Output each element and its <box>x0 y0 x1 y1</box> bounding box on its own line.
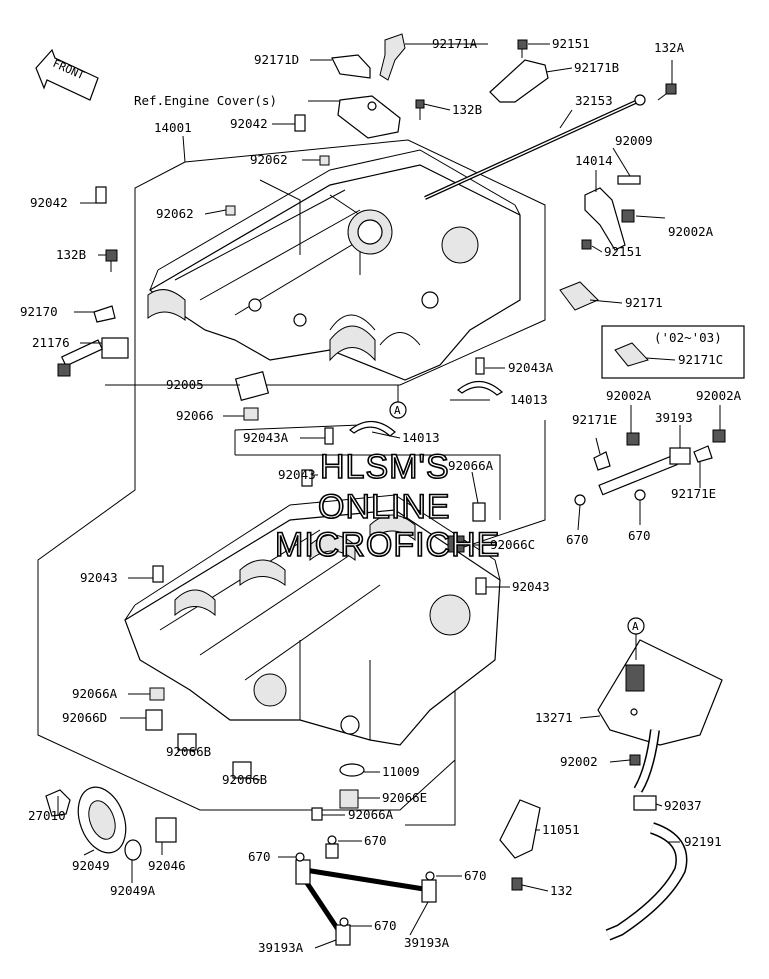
part-label: 92151 <box>604 244 642 259</box>
part-label: 21176 <box>32 335 70 350</box>
watermark: HLSM'S ONLINE MICROFICHE <box>274 447 500 565</box>
part-label: 92151 <box>552 36 590 51</box>
part-label: 92037 <box>664 798 702 813</box>
lower-crankcase <box>124 494 501 746</box>
upper-crankcase <box>147 149 521 381</box>
part-label: 14001 <box>154 120 192 135</box>
part-label: 92005 <box>166 377 204 392</box>
part-label: Ref.Engine Cover(s) <box>134 93 277 108</box>
assembly-outline-upper <box>37 139 546 826</box>
part-label: 92171 <box>625 295 663 310</box>
part-label: 670 <box>374 918 397 933</box>
part-label: 92062 <box>156 206 194 221</box>
part-label: 92002A <box>668 224 714 239</box>
part-label: 92002A <box>606 388 652 403</box>
part-label: 92066C <box>490 537 535 552</box>
reference-marker-a-lower: A <box>627 617 645 660</box>
part-label: 92066E <box>382 790 427 805</box>
part-label: 132B <box>452 102 482 117</box>
small-parts <box>45 33 745 946</box>
part-label: 92171C <box>678 352 723 367</box>
part-label: 92043 <box>512 579 550 594</box>
part-label: 92171E <box>671 486 716 501</box>
part-label: 32153 <box>575 93 613 108</box>
part-label: 92066A <box>72 686 118 701</box>
part-label: 14013 <box>402 430 440 445</box>
part-label: 92042 <box>30 195 68 210</box>
part-label: 92042 <box>230 116 268 131</box>
part-label: 132 <box>550 883 573 898</box>
part-label: 670 <box>566 532 589 547</box>
part-label: 92066B <box>166 744 211 759</box>
watermark-line-2: ONLINE <box>318 488 451 526</box>
part-label: 92043A <box>243 430 289 445</box>
part-label: 670 <box>248 849 271 864</box>
reference-marker-a-lower-label: A <box>632 620 639 633</box>
part-label: 39193 <box>655 410 693 425</box>
reference-marker-a-upper: A <box>389 385 407 419</box>
part-label: 92171E <box>572 412 617 427</box>
part-label: 92171A <box>432 36 478 51</box>
leader-lines <box>57 43 721 949</box>
watermark-line-1: HLSM'S <box>320 448 450 486</box>
part-label: 39193A <box>404 935 450 950</box>
part-label: 670 <box>364 833 387 848</box>
reference-marker-a-upper-label: A <box>394 404 401 417</box>
part-label: 92171D <box>254 52 299 67</box>
part-label: 92049A <box>110 883 156 898</box>
part-label: 132A <box>654 40 685 55</box>
part-label: 92049 <box>72 858 110 873</box>
part-label: 92066B <box>222 772 267 787</box>
part-label: 92066D <box>62 710 107 725</box>
watermark-line-3: MICROFICHE <box>275 526 500 564</box>
part-label: 92066A <box>448 458 494 473</box>
part-label: 670 <box>464 868 487 883</box>
note-label: ('02~'03) <box>654 330 722 345</box>
part-label: 92062 <box>250 152 288 167</box>
part-label: 92002 <box>560 754 598 769</box>
part-labels: 92171A 92151 132A 92171D 92171B Ref.Engi… <box>20 36 742 955</box>
part-label: 670 <box>628 528 651 543</box>
part-label: 13271 <box>535 710 573 725</box>
part-label: 132B <box>56 247 86 262</box>
part-label: 92043 <box>80 570 118 585</box>
part-label: 92066A <box>348 807 394 822</box>
part-label: 92009 <box>615 133 653 148</box>
part-label: 92170 <box>20 304 58 319</box>
part-label: 92043 <box>278 467 316 482</box>
part-label: 92043A <box>508 360 554 375</box>
front-arrow-icon: FRONT <box>35 48 99 101</box>
part-label: 11051 <box>542 822 580 837</box>
part-label: 92066 <box>176 408 214 423</box>
part-label: 27010 <box>28 808 66 823</box>
part-label: 14014 <box>575 153 613 168</box>
part-label: 14013 <box>510 392 548 407</box>
part-label: 92046 <box>148 858 186 873</box>
part-label: 11009 <box>382 764 420 779</box>
part-label: 92191 <box>684 834 722 849</box>
part-label: 92171B <box>574 60 619 75</box>
part-label: 39193A <box>258 940 304 955</box>
part-label: 92002A <box>696 388 742 403</box>
